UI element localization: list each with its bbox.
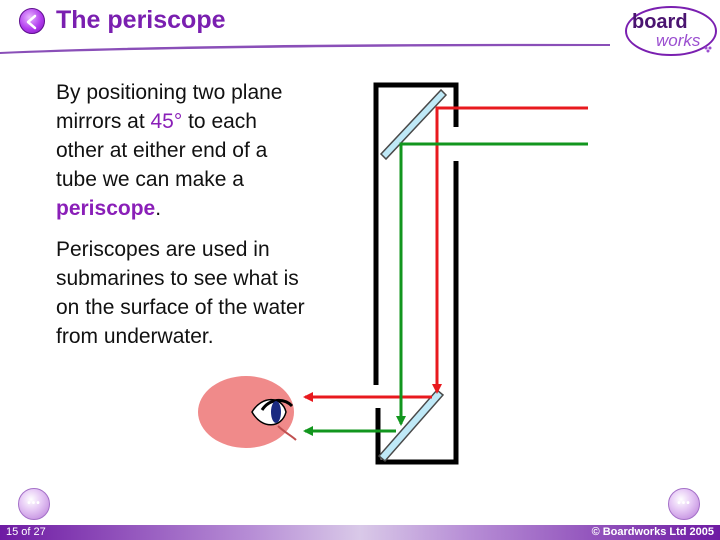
angle-value: 45° — [150, 110, 183, 133]
red-light-ray — [432, 106, 588, 394]
copyright-notice: © Boardworks Ltd 2005 — [591, 526, 714, 538]
page-title: The periscope — [56, 6, 226, 34]
periscope-diagram — [198, 82, 588, 465]
page-counter: 15 of 27 — [6, 526, 46, 538]
logo-text-board: board — [632, 11, 688, 33]
back-button[interactable] — [19, 8, 45, 34]
eye-icon — [251, 398, 297, 441]
intro-paragraph: By positioning two plane mirrors at 45° … — [56, 78, 306, 223]
header-divider — [0, 43, 610, 54]
usage-paragraph: Periscopes are used in submarines to see… — [56, 238, 305, 348]
eye-face — [198, 376, 294, 448]
periscope-tube — [373, 82, 459, 465]
ellipsis-icon: ••• — [677, 498, 691, 509]
ellipsis-icon: ••• — [27, 498, 41, 509]
previous-slide-button[interactable]: ••• — [18, 488, 50, 520]
intro-text-a: By positioning two plane mirrors at — [56, 81, 283, 133]
boardworks-logo: board works — [625, 6, 717, 56]
green-light-ray — [396, 142, 588, 426]
bottom-mirror — [377, 388, 445, 463]
intro-text-c: . — [155, 197, 162, 220]
keyword-periscope: periscope — [56, 197, 156, 220]
footer-bar — [0, 525, 720, 540]
top-mirror — [379, 88, 448, 161]
logo-text-works: works — [656, 31, 701, 50]
intro-text-b: to each other at either end of a tube we… — [56, 110, 268, 191]
next-slide-button[interactable]: ••• — [668, 488, 700, 520]
chevron-left-icon — [26, 14, 37, 30]
